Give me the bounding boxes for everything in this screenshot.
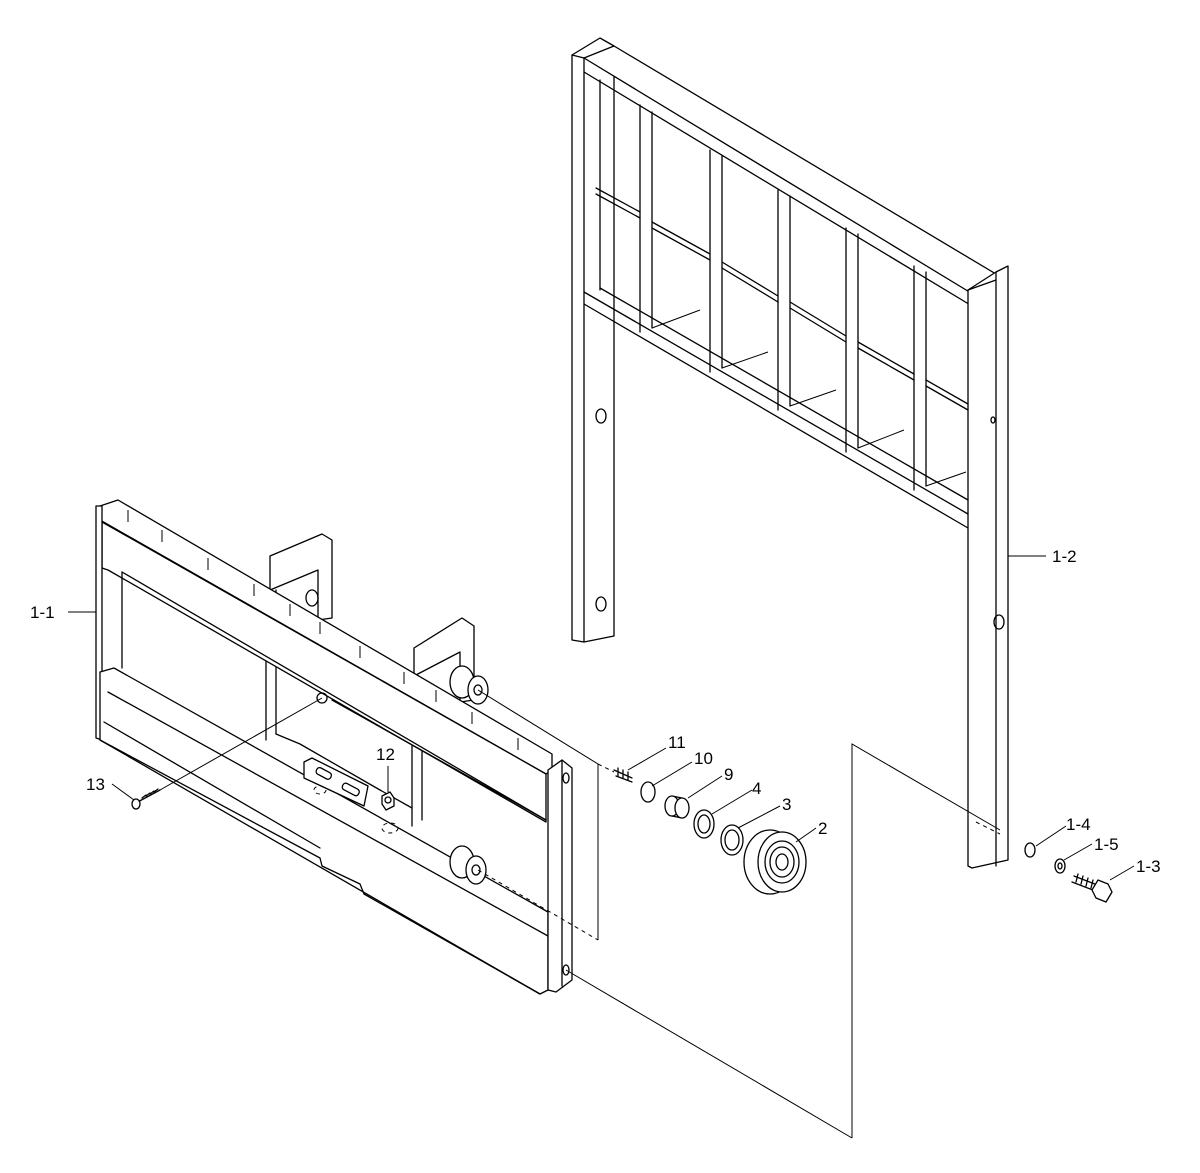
fork-carriage [95,499,573,995]
load-backrest-frame [571,37,1009,869]
label-10: 10 [694,749,713,768]
part-13-screw [131,788,161,810]
part-12-nut [381,791,395,811]
label-1-2: 1-2 [1052,547,1077,566]
label-2: 2 [818,819,827,838]
label-13: 13 [86,775,105,794]
label-12: 12 [376,745,395,764]
callout-labels: 1-1 1-2 1-3 1-4 1-5 2 3 4 9 10 11 12 13 [30,547,1161,876]
part-2-bearing-roller [743,829,807,895]
part-10-ring [640,781,656,803]
label-4: 4 [752,779,761,798]
label-1-1: 1-1 [30,603,55,622]
part-1-5-lock-washer [1054,858,1066,874]
part-4-washer [693,809,715,839]
label-11: 11 [668,733,686,752]
part-3-washer [720,824,744,856]
label-1-3: 1-3 [1136,857,1161,876]
label-1-4: 1-4 [1066,815,1091,834]
part-9-bushing [664,795,690,819]
leader-lines [68,555,1135,881]
part-1-3-bolt [1071,873,1113,903]
assembly-lines [159,689,1001,1139]
label-3: 3 [782,795,791,814]
part-1-4-washer [1024,842,1036,858]
part-11-grease-fitting [613,767,633,783]
label-1-5: 1-5 [1094,835,1119,854]
label-9: 9 [724,765,733,784]
lower-roller-boss [449,845,487,885]
